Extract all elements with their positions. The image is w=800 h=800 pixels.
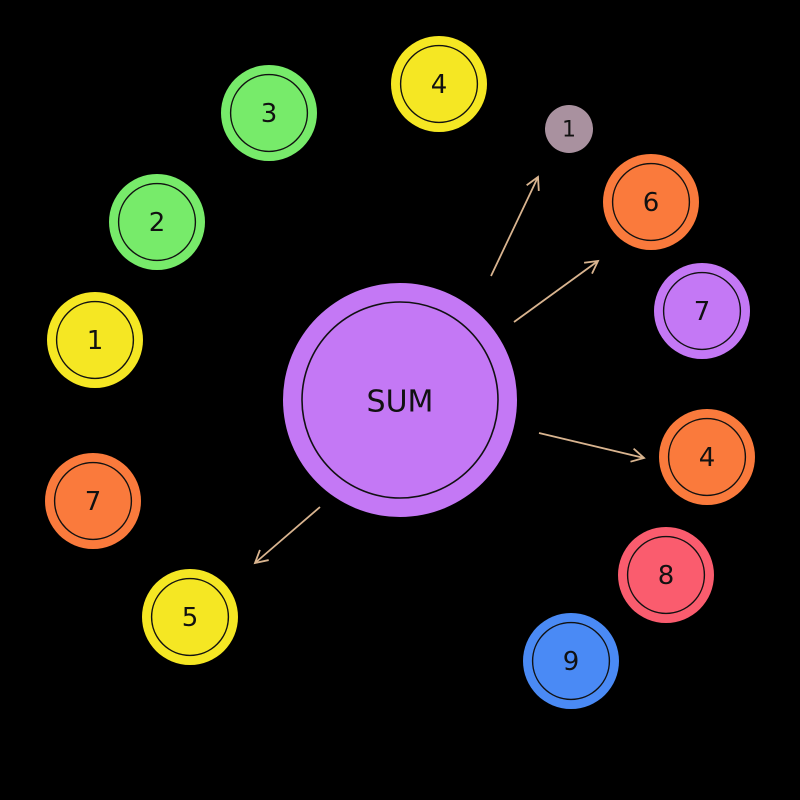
number-node-ring	[611, 162, 691, 242]
arrowhead-icon	[583, 259, 600, 275]
arrows-layer	[253, 175, 646, 565]
center-node-fill	[283, 283, 517, 517]
number-node[interactable]: 4	[659, 409, 755, 505]
arrowhead-icon	[526, 175, 540, 192]
number-node[interactable]: 5	[142, 569, 238, 665]
number-node-fill	[142, 569, 238, 665]
number-node[interactable]: 7	[45, 453, 141, 549]
number-node-fill	[545, 105, 593, 153]
number-node-label: 7	[694, 297, 711, 327]
number-node-label: 6	[643, 188, 660, 218]
number-node-fill	[659, 409, 755, 505]
number-node-label: 1	[562, 118, 576, 143]
arrow	[538, 432, 646, 463]
number-node[interactable]: 3	[221, 65, 317, 161]
number-node[interactable]: 4	[391, 36, 487, 132]
number-node-label: 7	[85, 487, 102, 517]
number-node-label: 9	[563, 647, 580, 677]
arrow-shaft	[538, 432, 645, 459]
number-node[interactable]: 8	[618, 527, 714, 623]
number-node-label: 8	[658, 561, 675, 591]
number-node[interactable]: 1	[545, 105, 593, 153]
number-node-ring	[117, 182, 197, 262]
number-node-label: 4	[431, 70, 448, 100]
arrow-shaft	[254, 506, 321, 564]
number-node-ring	[626, 535, 706, 615]
number-node-ring	[229, 73, 309, 153]
arrow-shaft	[490, 176, 539, 277]
number-node-ring	[55, 300, 135, 380]
number-node-fill	[618, 527, 714, 623]
number-node-fill	[109, 174, 205, 270]
nodes-layer: 1 2 3 4 1 6 7 4 8 9 7 5	[45, 36, 755, 709]
number-node-fill	[47, 292, 143, 388]
center-node[interactable]: SUM	[283, 283, 517, 517]
number-node-ring	[662, 271, 742, 351]
number-node-label: 5	[182, 603, 199, 633]
number-node-ring	[150, 577, 230, 657]
arrow	[490, 175, 540, 277]
number-node-fill	[221, 65, 317, 161]
number-node-label: 4	[699, 443, 716, 473]
number-node-ring	[531, 621, 611, 701]
number-node-fill	[523, 613, 619, 709]
number-node[interactable]: 9	[523, 613, 619, 709]
number-node-ring	[53, 461, 133, 541]
number-node-fill	[391, 36, 487, 132]
arrow	[513, 259, 600, 323]
arrow	[253, 506, 321, 565]
number-node[interactable]: 6	[603, 154, 699, 250]
number-node-ring	[667, 417, 747, 497]
number-node-fill	[654, 263, 750, 359]
number-node-label: 1	[87, 326, 104, 356]
number-node-label: 3	[261, 99, 278, 129]
number-node-label: 2	[149, 208, 166, 238]
arrowhead-icon	[253, 549, 269, 565]
number-node-fill	[45, 453, 141, 549]
center-node-label: SUM	[367, 385, 434, 420]
number-node-ring	[399, 44, 479, 124]
arrow-shaft	[513, 260, 599, 323]
number-node-fill	[603, 154, 699, 250]
arrowhead-icon	[630, 447, 646, 463]
number-node[interactable]: 1	[47, 292, 143, 388]
center-node-ring	[301, 301, 499, 499]
number-node[interactable]: 7	[654, 263, 750, 359]
number-node[interactable]: 2	[109, 174, 205, 270]
